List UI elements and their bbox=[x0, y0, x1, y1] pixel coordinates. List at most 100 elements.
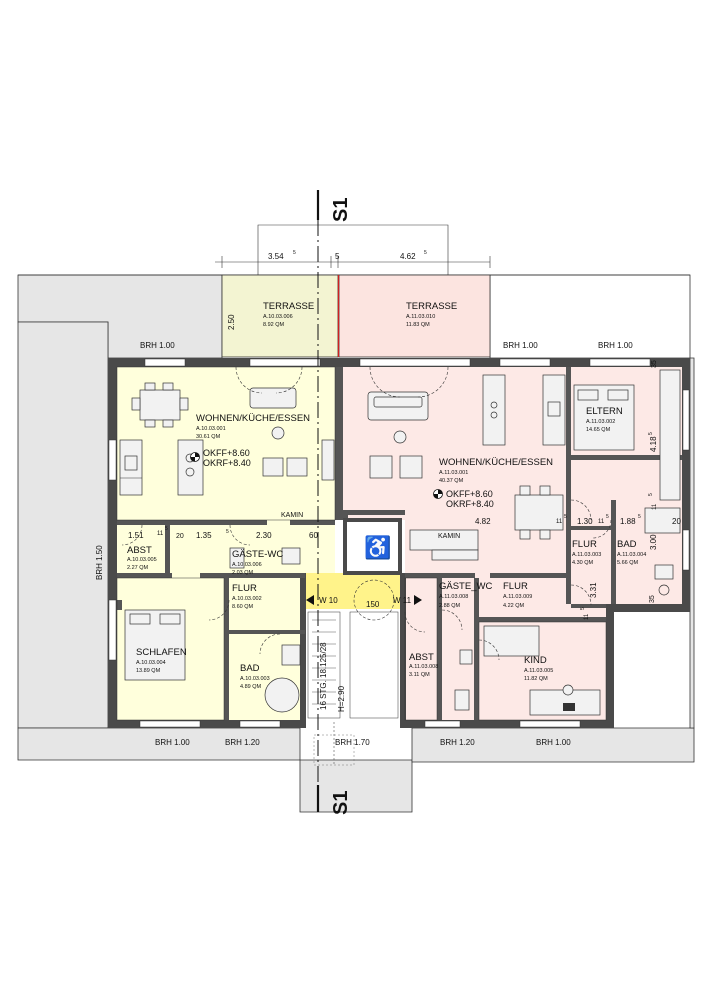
svg-text:2.88 QM: 2.88 QM bbox=[439, 603, 461, 609]
dim-35b: 35 bbox=[649, 595, 656, 603]
staircase bbox=[307, 611, 399, 766]
dim-60: 60 bbox=[309, 531, 318, 540]
dim-418: 4.18 bbox=[649, 436, 658, 452]
svg-text:A.11.03.010: A.11.03.010 bbox=[406, 314, 435, 320]
svg-text:KIND: KIND bbox=[524, 655, 547, 666]
dim-35a: 35 bbox=[651, 360, 658, 368]
svg-text:A.10.03.006: A.10.03.006 bbox=[263, 314, 293, 320]
okrf-left: OKRF+8.40 bbox=[203, 458, 251, 468]
svg-text:FLUR: FLUR bbox=[503, 581, 528, 592]
section-label-bottom: S1 bbox=[330, 791, 352, 815]
bed-eltern bbox=[573, 369, 681, 501]
dim-terrace-right-sup: 5 bbox=[424, 250, 427, 256]
svg-text:SCHLAFEN: SCHLAFEN bbox=[136, 647, 187, 658]
room-guest-wc-left: GÄSTE-WC A.10.03.006 2.03 QM bbox=[232, 549, 283, 576]
room-abst-right: ABST A.11.03.008 3.11 QM bbox=[409, 652, 438, 678]
dining-table-left bbox=[131, 382, 189, 428]
brh-bottom-5: BRH 1.00 bbox=[536, 738, 571, 747]
svg-text:A.11.03.003: A.11.03.003 bbox=[572, 552, 601, 558]
svg-text:13.89 QM: 13.89 QM bbox=[136, 668, 161, 674]
dim-20a: 20 bbox=[176, 533, 184, 540]
bath-right-fixtures bbox=[644, 507, 681, 596]
dim-188: 1.88 bbox=[620, 517, 636, 526]
brh-top-right-1: BRH 1.00 bbox=[503, 341, 538, 350]
section-line-s1: S1 S1 bbox=[316, 190, 352, 815]
dim-terrace-left-sup: 5 bbox=[293, 250, 296, 256]
living-right-furniture bbox=[367, 374, 566, 561]
dim-130: 1.30 bbox=[577, 517, 593, 526]
svg-text:GÄSTE_WC: GÄSTE_WC bbox=[439, 581, 492, 592]
svg-text:FLUR: FLUR bbox=[232, 583, 257, 594]
dim-20b: 20 bbox=[672, 517, 681, 526]
svg-text:11.83 QM: 11.83 QM bbox=[406, 322, 430, 328]
bath-left-fixtures bbox=[264, 644, 301, 713]
svg-text:A.10.03.001: A.10.03.001 bbox=[196, 426, 226, 432]
top-dimension-chain: 3.54 5 5 4.62 5 2.50 bbox=[215, 250, 491, 330]
dim-terrace-depth: 2.50 bbox=[227, 314, 236, 330]
dim-terrace-left: 3.54 bbox=[268, 252, 284, 261]
svg-text:♿: ♿ bbox=[364, 535, 391, 560]
svg-text:A.11.03.008: A.11.03.008 bbox=[439, 594, 468, 600]
interior-walls bbox=[117, 367, 682, 720]
terrace-left-fill bbox=[221, 274, 339, 358]
brh-top-left: BRH 1.00 bbox=[140, 341, 175, 350]
level-marker-left: OKFF+8.60 OKRF+8.40 bbox=[190, 448, 251, 468]
svg-text:A.11.03.005: A.11.03.005 bbox=[524, 668, 553, 674]
svg-text:2.03 QM: 2.03 QM bbox=[232, 570, 254, 576]
label-stair-height: H=2.90 bbox=[337, 685, 346, 712]
brh-bottom-3: BRH 1.70 bbox=[335, 738, 370, 747]
svg-text:WOHNEN/KÜCHE/ESSEN: WOHNEN/KÜCHE/ESSEN bbox=[439, 457, 553, 468]
brh-bottom-4: BRH 1.20 bbox=[440, 738, 475, 747]
svg-text:5.66 QM: 5.66 QM bbox=[617, 560, 639, 566]
room-bad-right: BAD A.11.03.004 5.66 QM bbox=[617, 539, 646, 566]
label-lift-150: 150 bbox=[366, 600, 380, 609]
room-terrace-right: TERRASSE A.11.03.010 11.83 QM bbox=[406, 301, 457, 328]
svg-text:GÄSTE-WC: GÄSTE-WC bbox=[232, 549, 283, 560]
kamin-left: KAMIN bbox=[281, 512, 303, 519]
svg-text:A.10.03.004: A.10.03.004 bbox=[136, 660, 166, 666]
brh-left-side: BRH 1.50 bbox=[95, 545, 104, 580]
room-kind: KIND A.11.03.005 11.82 QM bbox=[524, 655, 553, 682]
turning-circle bbox=[353, 579, 395, 621]
svg-text:A.11.03.009: A.11.03.009 bbox=[503, 594, 532, 600]
dim-151: 1.51 bbox=[128, 531, 144, 540]
level-marker-right: OKFF+8.60 OKRF+8.40 bbox=[433, 489, 494, 509]
brh-labels: BRH 1.00 BRH 1.00 BRH 1.00 BRH 1.50 BRH … bbox=[95, 341, 633, 747]
room-flur-left: FLUR A.10.03.002 8.60 QM bbox=[232, 583, 262, 610]
label-w10: W 10 bbox=[319, 596, 338, 605]
dim-11c: 11 bbox=[598, 519, 605, 525]
svg-text:8.60 QM: 8.60 QM bbox=[232, 604, 254, 610]
okff-left: OKFF+8.60 bbox=[203, 448, 250, 458]
svg-text:A.10.03.005: A.10.03.005 bbox=[127, 557, 157, 563]
svg-text:BAD: BAD bbox=[240, 663, 260, 674]
svg-text:14.65 QM: 14.65 QM bbox=[586, 427, 611, 433]
svg-text:FLUR: FLUR bbox=[572, 539, 597, 550]
room-flur-right: FLUR A.11.03.009 4.22 QM bbox=[503, 581, 532, 609]
room-flur-right-small: FLUR A.11.03.003 4.30 QM bbox=[572, 539, 601, 566]
circulation-yellow bbox=[305, 573, 405, 609]
svg-text:A.10.03.002: A.10.03.002 bbox=[232, 596, 262, 602]
lift-shaft: ♿ bbox=[343, 518, 402, 575]
label-stair: 16 STG. 18.125/28 bbox=[319, 642, 328, 710]
room-living-right: WOHNEN/KÜCHE/ESSEN A.11.03.001 40.37 QM bbox=[439, 457, 553, 484]
kind-furniture bbox=[483, 625, 601, 716]
inner-dimensions: 1.51 11 5 20 1.35 5 2.30 60 4.82 11 5 1.… bbox=[128, 360, 681, 620]
dim-terrace-right: 4.62 bbox=[400, 252, 416, 261]
svg-text:2.27 QM: 2.27 QM bbox=[127, 565, 149, 571]
dim-11e: 11 bbox=[652, 503, 658, 510]
room-abst-left: ABST A.10.03.005 2.27 QM bbox=[127, 545, 157, 571]
dim-11f: 11 bbox=[584, 613, 590, 620]
svg-text:A.10.03.006: A.10.03.006 bbox=[232, 562, 262, 568]
svg-text:TERRASSE: TERRASSE bbox=[406, 301, 457, 312]
svg-text:11.82 QM: 11.82 QM bbox=[524, 676, 548, 682]
room-schlafen: SCHLAFEN A.10.03.004 13.89 QM bbox=[136, 647, 187, 674]
svg-text:ABST: ABST bbox=[127, 545, 152, 556]
dim-5e: 5 bbox=[638, 514, 641, 520]
windows bbox=[108, 358, 690, 728]
arrow-left-icon bbox=[306, 595, 314, 605]
okrf-right: OKRF+8.40 bbox=[446, 499, 494, 509]
svg-text:40.37 QM: 40.37 QM bbox=[439, 478, 464, 484]
room-bad-left: BAD A.10.03.003 4.89 QM bbox=[240, 663, 270, 690]
svg-text:4.22 QM: 4.22 QM bbox=[503, 603, 525, 609]
